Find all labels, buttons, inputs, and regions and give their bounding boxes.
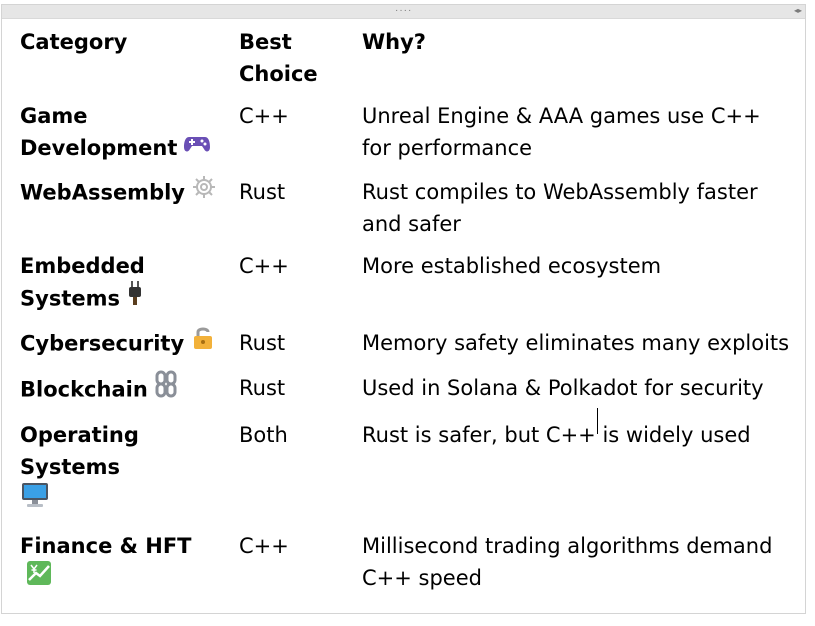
table-row: Finance & HFT C++ Millisecond trading al… (10, 530, 800, 607)
cell-category: Operating Systems (10, 419, 229, 530)
drag-grip-icon[interactable]: ···· (395, 5, 413, 16)
plug-icon (126, 280, 144, 315)
cell-best-choice: Rust (239, 330, 286, 355)
table-row: Game Development C++ Unreal Engine & AAA… (10, 100, 800, 176)
header-why: Why? (362, 30, 426, 54)
table-row: Operating Systems Both Rust is safer, bu… (10, 419, 800, 530)
cell-category: Finance & HFT (10, 530, 229, 607)
table-row: Cybersecurity Rust Memory safety elimina… (10, 327, 800, 372)
cell-category: Game Development (10, 100, 229, 176)
category-label: Blockchain (20, 377, 148, 401)
cell-best-choice: Both (239, 422, 288, 447)
computer-icon (20, 481, 50, 518)
text-cursor (597, 408, 598, 434)
category-label: Operating Systems (20, 422, 139, 479)
top-resize-bar[interactable]: ···· ◂▸ (2, 5, 805, 19)
cell-category: WebAssembly (10, 174, 229, 250)
cell-why: More established ecosystem (362, 253, 662, 278)
cell-best-choice: Rust (239, 179, 286, 204)
cell-why: Millisecond trading algorithms demand C+… (362, 533, 773, 590)
chain-icon (154, 370, 178, 407)
cell-best-choice: Rust (239, 375, 286, 400)
cell-best-choice: C++ (239, 533, 289, 558)
game-controller-icon (183, 131, 211, 164)
resize-arrows-icon[interactable]: ◂▸ (793, 6, 802, 15)
cell-why: Memory safety eliminates many exploits (362, 330, 790, 355)
category-label: Game Development (20, 104, 178, 160)
cell-why: Used in Solana & Polkadot for security (362, 375, 764, 400)
cell-why: Unreal Engine & AAA games use C++ for pe… (362, 104, 761, 160)
cell-best-choice: C++ (239, 104, 289, 128)
category-label: Finance & HFT (20, 533, 192, 558)
cell-category: Cybersecurity (10, 327, 229, 372)
gear-icon (191, 174, 217, 209)
cell-why: Rust is safer, but C++ is widely used (362, 422, 751, 447)
table-row: WebAssembly Rust Rust compiles to WebAss… (10, 174, 800, 250)
comparison-table: Category Best Choice Why? Game Developme… (10, 26, 800, 607)
document-frame: ···· ◂▸ (1, 4, 806, 614)
table-row: Embedded Systems C++ More established ec… (10, 250, 800, 327)
category-label: Embedded Systems (20, 253, 145, 311)
table-header-row: Category Best Choice Why? (10, 26, 800, 100)
header-best-choice: Best Choice (239, 30, 318, 86)
category-label: Cybersecurity (20, 331, 185, 355)
header-category: Category (20, 30, 128, 54)
chart-increasing-yen-icon (26, 560, 52, 595)
lock-icon (190, 325, 216, 360)
cell-why: Rust compiles to WebAssembly faster and … (362, 179, 758, 236)
cell-category: Blockchain (10, 370, 229, 419)
table-row: Blockchain Rust Used in Solana & Polkado… (10, 370, 800, 419)
category-label: WebAssembly (20, 180, 185, 204)
cell-category: Embedded Systems (10, 250, 229, 327)
cell-best-choice: C++ (239, 253, 289, 278)
